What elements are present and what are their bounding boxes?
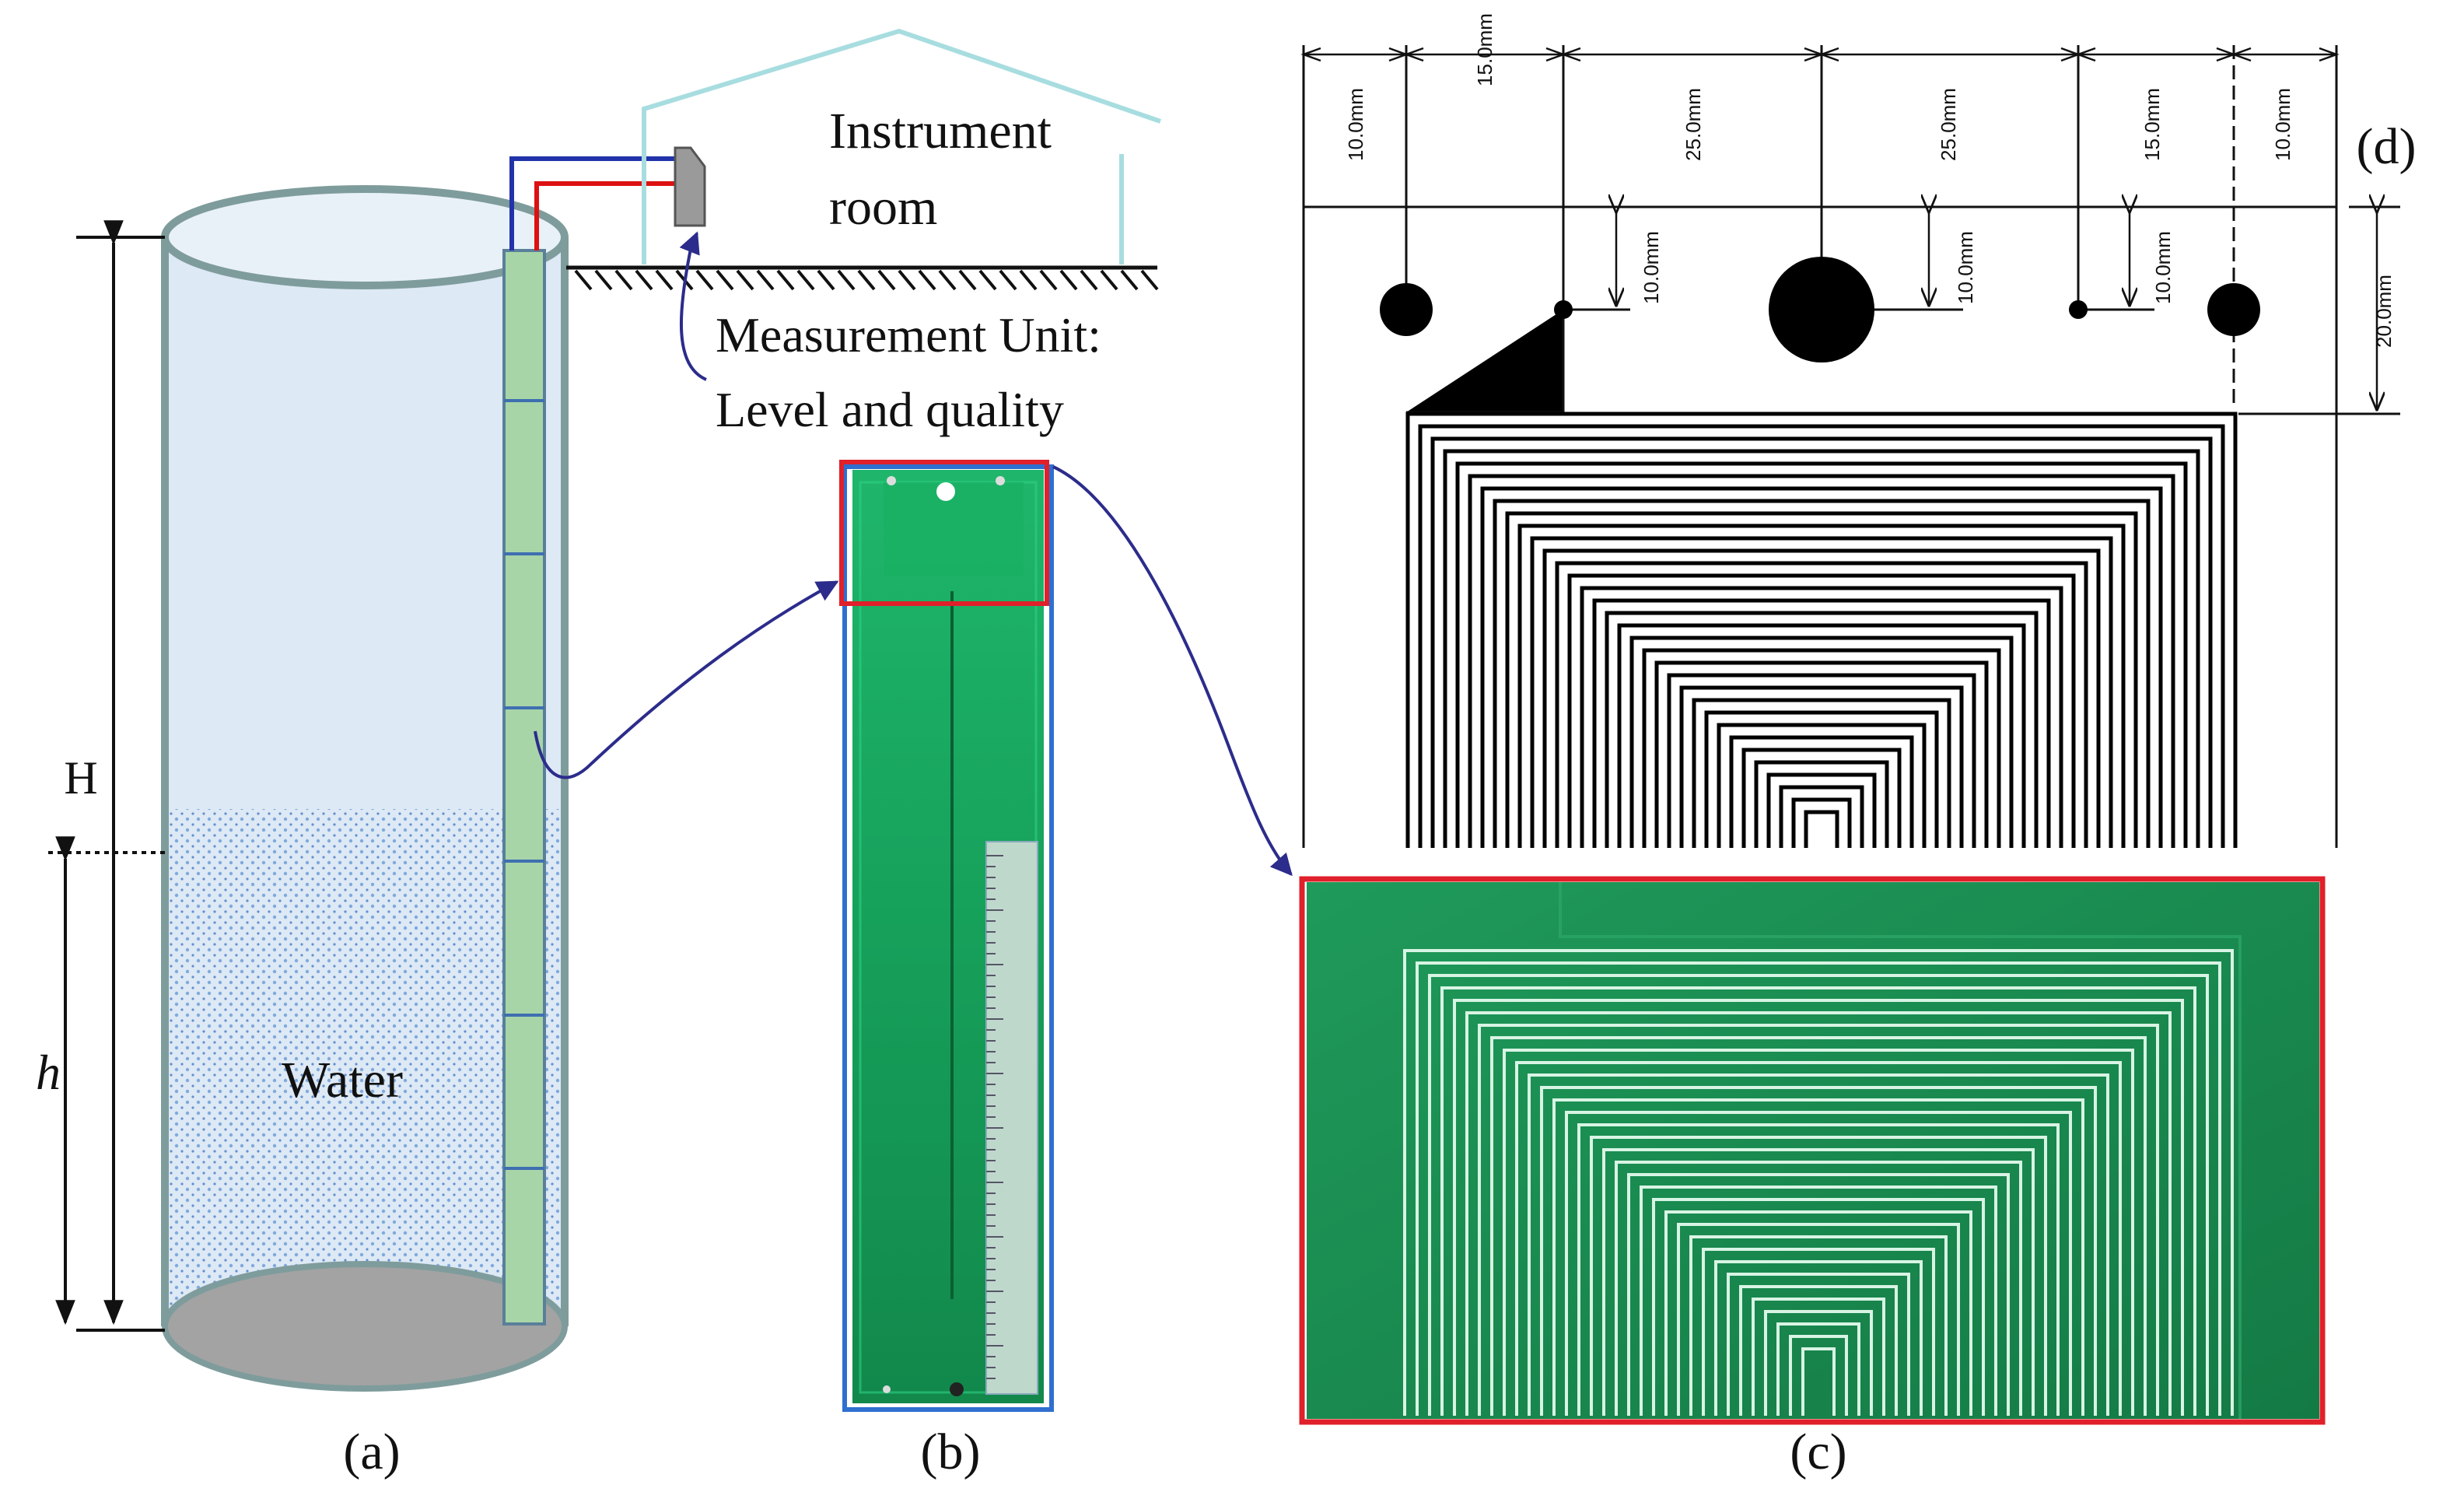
level-label: h [36,1045,61,1100]
unit-label-line1: Measurement Unit: [716,307,1101,362]
house-roof [642,28,1161,264]
room-title-line1: Instrument [829,103,1052,159]
zoom-photo [1299,876,2326,1425]
dim-top-4: 25.0mm [1937,88,1960,161]
pcb-to-zoom-arrow [1052,465,1293,877]
caption-a: (a) [343,1424,400,1480]
mount-hole-center [1769,257,1874,362]
mount-hole-left [1380,283,1433,336]
tank-bottom [162,1261,568,1392]
dim-hole-center: 10.0mm [1954,231,1977,304]
red-wire [534,181,675,250]
pcb-mount-hole [936,482,955,501]
unit-pointer-arrow [679,231,707,381]
sensor-strip [502,249,546,1326]
dim-top-2: 15.0mm [1473,13,1496,86]
technical-drawing [1300,45,2400,848]
dim-top-5: 15.0mm [2140,88,2164,161]
caption-d: (d) [2357,118,2417,175]
measurement-unit-box [674,146,706,227]
instrument-room: Instrument room Measurement Unit: Level … [566,28,1161,437]
via-hole-right [2069,300,2088,319]
tank-diagram: H h Water [36,156,675,1392]
via-hole-left [1554,300,1573,319]
dim-top-1: 10.0mm [1344,88,1367,161]
pcb-highlight-box [839,460,1049,606]
water-label: Water [282,1052,403,1108]
unit-label-line2: Level and quality [716,382,1064,437]
pcb-photo [839,460,1054,1412]
dim-hole-left: 10.0mm [1640,231,1663,304]
drawing-spiral-traces [1405,412,2238,848]
zoom-spiral-traces [1403,949,2234,1416]
pcb-blue-frame [842,464,1054,1412]
blue-wire [509,156,675,250]
caption-b: (b) [921,1424,981,1480]
zoom-highlight-frame [1299,876,2326,1425]
water-body [168,809,562,1326]
dim-top-6: 10.0mm [2271,88,2294,161]
room-title-line2: room [829,179,937,236]
height-label: H [64,752,97,804]
strip-to-pcb-arrow [534,580,839,779]
dim-hole-right: 10.0mm [2151,231,2175,304]
mount-hole-right [2207,283,2260,336]
caption-c: (c) [1790,1424,1846,1480]
dim-pattern-offset: 20.0mm [2372,275,2396,348]
dim-top-3: 25.0mm [1682,88,1705,161]
